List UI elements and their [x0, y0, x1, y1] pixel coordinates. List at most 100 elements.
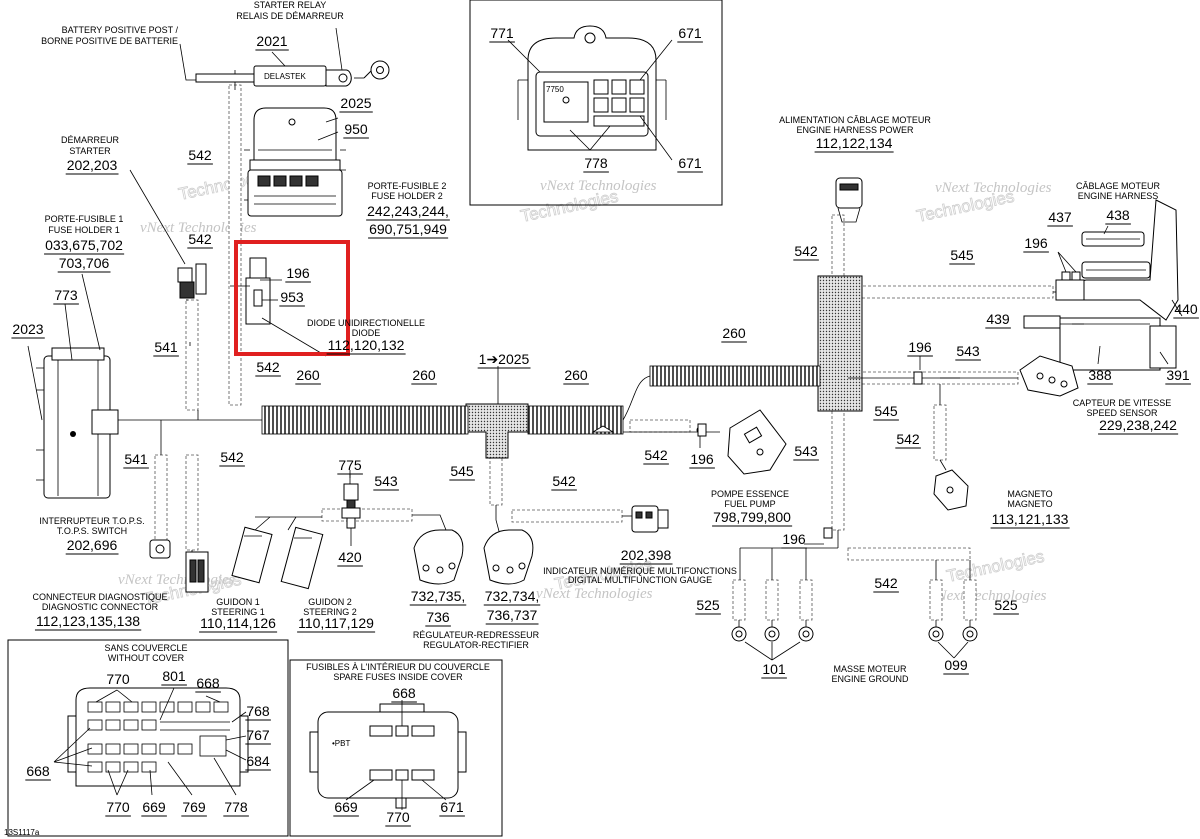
caption-gauge: INDICATEUR NUMÉRIQUE MULTIFONCTIONS	[543, 566, 737, 576]
callout: 736,737	[487, 607, 538, 623]
callout: 2023	[12, 321, 43, 337]
callout: 769	[182, 799, 206, 815]
callout: 388	[1088, 367, 1112, 383]
callout: 771	[490, 25, 514, 41]
fuse-box-label: 7750	[546, 85, 564, 94]
callout: 770	[106, 671, 130, 687]
conduit-tee-junction	[465, 403, 529, 459]
caption-fuse-holder-2: PORTE-FUSIBLE 2	[368, 181, 447, 191]
callout: 542	[896, 431, 920, 447]
caption-engine-ground: ENGINE GROUND	[831, 674, 909, 684]
inset-without-cover	[7, 639, 289, 837]
cover-label: •PBT	[332, 739, 350, 748]
callout: 736	[426, 609, 450, 625]
engine-harness-power-connector	[835, 177, 863, 223]
callout: 798,799,800	[713, 509, 791, 525]
watermark-text: vNext Technologies	[935, 180, 1052, 196]
caption-tops-switch: T.O.P.S. SWITCH	[57, 526, 127, 536]
callout: 668	[26, 763, 50, 779]
caption-steering-1: GUIDON 1	[216, 597, 260, 607]
caption-tops-switch: INTERRUPTEUR T.O.P.S.	[39, 516, 144, 526]
callout: 202,696	[67, 537, 118, 553]
callout: 671	[678, 25, 702, 41]
callout: 099	[944, 657, 968, 673]
callout: 950	[344, 121, 368, 137]
callout: 033,675,702	[45, 237, 123, 253]
callout: 542	[552, 473, 576, 489]
callout: 542	[256, 359, 280, 375]
engine-harness-connectors	[1023, 199, 1179, 371]
callout: 767	[246, 727, 270, 743]
callout: 668	[196, 675, 220, 691]
callout: 669	[334, 799, 358, 815]
figure-code: 13S1117a	[4, 828, 40, 837]
caption-steering-2: GUIDON 2	[308, 597, 352, 607]
callout: 420	[338, 549, 362, 565]
fuse-connector	[341, 474, 361, 546]
caption-without-cover: WITHOUT COVER	[108, 653, 185, 663]
callout: 542	[220, 449, 244, 465]
caption-battery-post: BORNE POSITIVE DE BATTERIE	[41, 36, 178, 46]
caption-steering-2: STEERING 2	[303, 607, 357, 617]
caption-starter-relay: RELAIS DE DÉMARREUR	[236, 11, 344, 21]
callout: 202,398	[621, 547, 672, 563]
gauge-connector	[631, 505, 669, 533]
callout: 440	[1174, 301, 1198, 317]
callout: 110,114,126	[200, 615, 276, 631]
callout: 113,121,133	[992, 511, 1069, 527]
callout: 525	[696, 597, 720, 613]
left-bottom-components	[149, 526, 324, 593]
callout: 541	[154, 339, 178, 355]
caption-spare-fuses: SPARE FUSES INSIDE COVER	[333, 672, 463, 682]
magneto-connector	[933, 469, 969, 511]
caption-fuse-holder-1: PORTE-FUSIBLE 1	[45, 214, 124, 224]
callout: 101	[762, 661, 786, 677]
fuse-box-cover-inside: •PBT	[309, 700, 467, 810]
caption-starter: DÉMARREUR	[61, 135, 120, 145]
caption-regulator: RÉGULATEUR-REDRESSEUR	[413, 630, 540, 640]
highlight-box	[234, 240, 350, 356]
caption-steering-1: STEERING 1	[211, 607, 265, 617]
callout: 542	[188, 231, 212, 247]
callout: 260	[296, 367, 320, 383]
callout: 668	[392, 685, 416, 701]
watermark-text: vNext Technologies	[540, 178, 657, 194]
caption-diag-connector: CONNECTEUR DIAGNOSTIQUE	[32, 592, 167, 602]
callout: 543	[374, 473, 398, 489]
callout: 732,735,	[411, 588, 466, 604]
callout: 543	[956, 343, 980, 359]
fuse-box-without-cover	[53, 687, 249, 796]
callout: 545	[450, 463, 474, 479]
callout: 669	[142, 799, 166, 815]
callout: 778	[224, 799, 248, 815]
relay-brand-label: DELASTEK	[264, 72, 306, 81]
callout: 542	[188, 147, 212, 163]
callout: 391	[1166, 367, 1190, 383]
callout: 260	[412, 367, 436, 383]
speed-sensor-connector	[1019, 355, 1079, 397]
watermark-text: vNext Technologies	[930, 588, 1047, 604]
callout: 773	[54, 287, 78, 303]
callout: 437	[1048, 209, 1072, 225]
callout: 542	[644, 447, 668, 463]
callout: 2021	[256, 33, 287, 49]
ecm-module	[36, 347, 119, 499]
callout: 542	[874, 575, 898, 591]
callout: 112,120,132	[328, 337, 405, 353]
caption-engine-ground: MASSE MOTEUR	[833, 664, 907, 674]
callout: 541	[124, 451, 148, 467]
caption-speed-sensor: CAPTEUR DE VITESSE	[1073, 398, 1172, 408]
callout: 703,706	[59, 255, 110, 271]
callout: 770	[106, 799, 130, 815]
inset-fuse-box-top	[469, 0, 723, 206]
callout: 229,238,242	[1099, 417, 1177, 433]
callout: 260	[722, 325, 746, 341]
callout: 439	[986, 311, 1010, 327]
caption-starter-relay: STARTER RELAY	[254, 0, 327, 10]
callout: 543	[794, 443, 818, 459]
regulator-connectors	[413, 529, 534, 585]
engine-ground-terminals	[731, 620, 978, 661]
callout: 2025	[340, 95, 371, 111]
captions: BATTERY POSITIVE POST / BORNE POSITIVE D…	[4, 0, 1171, 837]
